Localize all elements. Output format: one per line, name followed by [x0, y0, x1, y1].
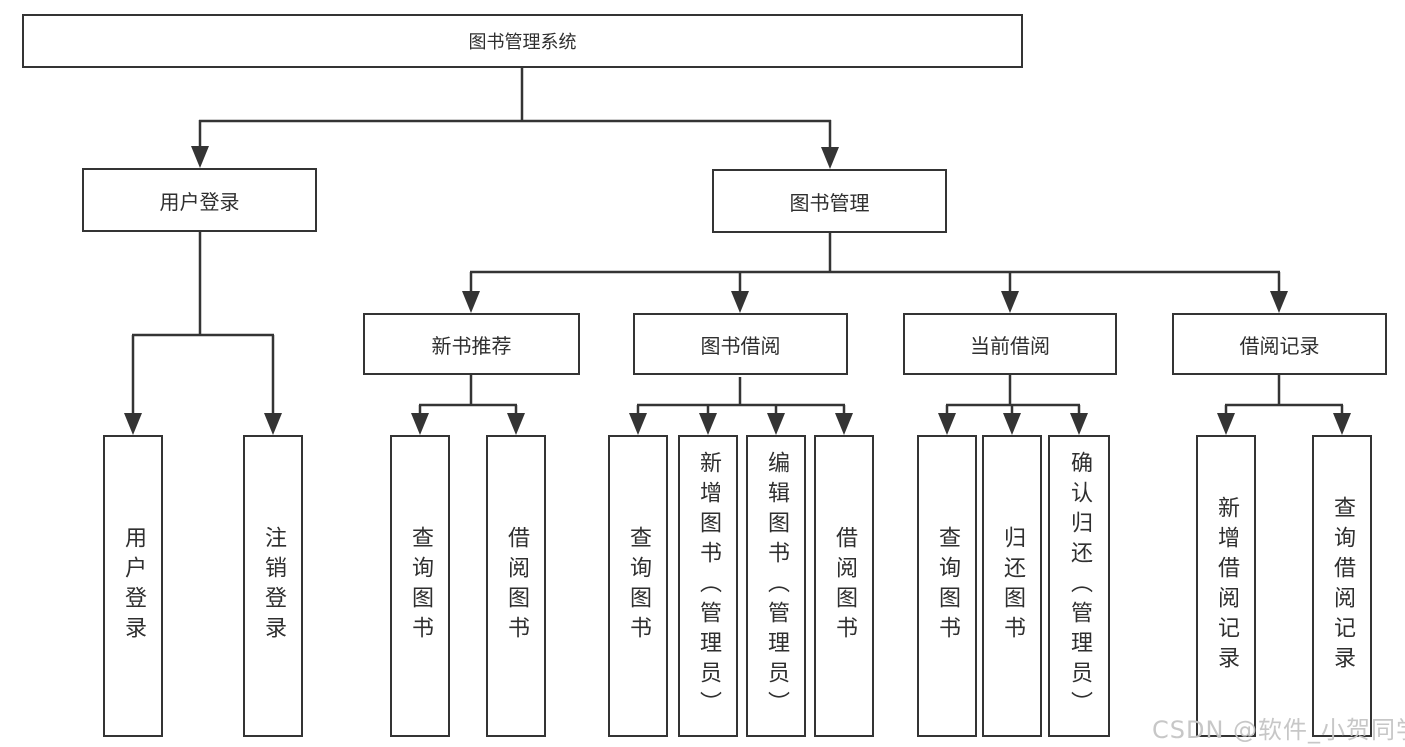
leaf-query-borrow-record-label: 查询借阅记录 [1330, 496, 1355, 676]
leaf-borrow-books-label: 借阅图书 [832, 526, 857, 646]
leaf-return-books-label: 归还图书 [1000, 526, 1025, 646]
leaf-user-login-label: 用户登录 [121, 526, 146, 646]
node-book-borrowing-label: 图书借阅 [700, 333, 781, 358]
leaf-query-books-current-label: 查询图书 [935, 526, 960, 646]
node-book-management: 图书管理 [712, 169, 947, 233]
node-root: 图书管理系统 [22, 14, 1023, 68]
node-new-book-recommend-label: 新书推荐 [431, 333, 512, 358]
leaf-edit-books-admin-label: 编辑图书（管理员） [764, 451, 789, 721]
leaf-confirm-return-admin-label: 确认归还（管理员） [1067, 451, 1092, 721]
node-book-management-label: 图书管理 [789, 190, 870, 215]
node-root-label: 图书管理系统 [468, 32, 577, 53]
node-current-borrowing-label: 当前借阅 [970, 333, 1050, 358]
leaf-borrow-books-recommend-label: 借阅图书 [504, 526, 529, 646]
leaf-query-borrow-record: 查询借阅记录 [1312, 435, 1372, 737]
leaf-edit-books-admin: 编辑图书（管理员） [746, 435, 806, 737]
leaf-add-books-admin: 新增图书（管理员） [678, 435, 738, 737]
node-book-borrowing: 图书借阅 [633, 313, 848, 375]
leaf-confirm-return-admin: 确认归还（管理员） [1048, 435, 1110, 737]
leaf-user-login: 用户登录 [103, 435, 163, 737]
leaf-query-books-recommend-label: 查询图书 [408, 526, 433, 646]
leaf-query-books-borrowing-label: 查询图书 [626, 526, 651, 646]
node-new-book-recommend: 新书推荐 [363, 313, 580, 375]
leaf-query-books-recommend: 查询图书 [390, 435, 450, 737]
leaf-borrow-books-recommend: 借阅图书 [486, 435, 546, 737]
leaf-logout: 注销登录 [243, 435, 303, 737]
node-current-borrowing: 当前借阅 [903, 313, 1117, 375]
leaf-query-books-borrowing: 查询图书 [608, 435, 668, 737]
leaf-add-borrow-record-label: 新增借阅记录 [1214, 496, 1239, 676]
leaf-return-books: 归还图书 [982, 435, 1042, 737]
leaf-borrow-books: 借阅图书 [814, 435, 874, 737]
csdn-watermark: CSDN @软件_小贺同学 [1152, 716, 1405, 744]
node-borrowing-records: 借阅记录 [1172, 313, 1387, 375]
node-user-login-label: 用户登录 [159, 189, 240, 214]
leaf-query-books-current: 查询图书 [917, 435, 977, 737]
leaf-logout-label: 注销登录 [261, 526, 286, 646]
node-user-login: 用户登录 [82, 168, 317, 232]
leaf-add-borrow-record: 新增借阅记录 [1196, 435, 1256, 737]
node-borrowing-records-label: 借阅记录 [1239, 333, 1320, 358]
leaf-add-books-admin-label: 新增图书（管理员） [696, 451, 721, 721]
